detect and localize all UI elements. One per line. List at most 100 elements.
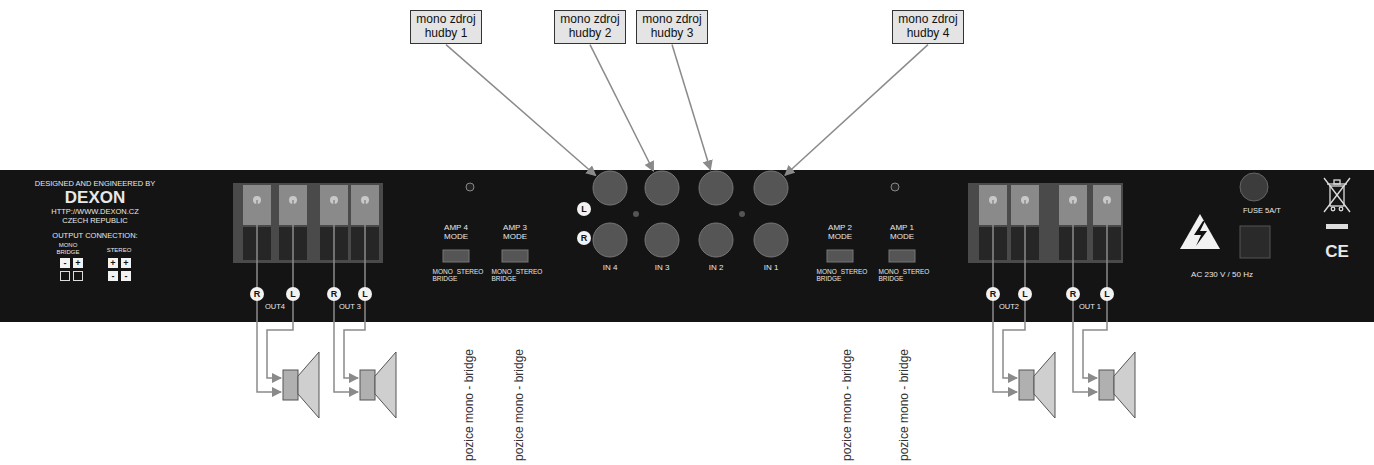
channel-badge: R <box>327 287 341 301</box>
callout-text: mono zdroj hudby 4 <box>897 13 959 41</box>
panel-text: DEXON <box>65 188 125 208</box>
panel-text: OUT2 <box>999 303 1019 312</box>
input-jack <box>645 171 679 205</box>
warning-triangle <box>1180 214 1220 249</box>
callout-box: mono zdroj hudby 2 <box>554 10 626 44</box>
panel-text: + <box>110 258 115 268</box>
panel-text: OUT4 <box>265 303 285 312</box>
panel-text: CZECH REPUBLIC <box>62 217 127 226</box>
badge-letter: R <box>577 231 591 245</box>
callout-text: mono zdroj hudby 3 <box>641 13 703 41</box>
panel-text: STEREO <box>903 268 930 275</box>
fuse-holder <box>1240 173 1268 201</box>
switch-position-note: pozice mono - bridge <box>463 349 476 461</box>
panel-text: STEREO <box>516 268 543 275</box>
channel-badge: L <box>358 287 372 301</box>
output-terminal-block <box>233 183 383 263</box>
input-jack <box>754 223 788 257</box>
speaker-symbol <box>283 370 298 400</box>
panel-text: AMP 1 MODE <box>885 224 919 242</box>
badge-letter: L <box>577 202 591 216</box>
callout-box: mono zdroj hudby 4 <box>892 10 964 44</box>
panel-text: OUT 3 <box>339 303 361 312</box>
mode-switch <box>443 250 915 262</box>
panel-text: IN 2 <box>709 263 724 272</box>
callout-arrow <box>590 45 653 171</box>
rear-panel: DESIGNED AND ENGINEERED BYDEXONHTTP://WW… <box>0 170 1374 322</box>
speaker-symbol <box>375 352 396 418</box>
speaker-symbol <box>283 352 1135 418</box>
channel-badge: R <box>250 287 264 301</box>
callout-arrow <box>672 45 710 170</box>
output-connection-squares <box>61 272 70 281</box>
speaker-symbol <box>360 370 375 400</box>
output-connection-squares <box>60 258 70 268</box>
switch-position-note: pozice mono - bridge <box>513 349 526 461</box>
panel-text: IN 1 <box>764 263 779 272</box>
mode-switch <box>502 250 528 262</box>
panel-text: AMP 3 MODE <box>498 224 532 242</box>
panel-text: OUT 1 <box>1079 303 1101 312</box>
badge-letter: L <box>286 287 300 301</box>
panel-text: IN 4 <box>603 263 618 272</box>
output-connection-squares <box>60 258 131 281</box>
callout-box: mono zdroj hudby 3 <box>636 10 708 44</box>
speaker-wire <box>257 200 1107 392</box>
panel-text: OUTPUT CONNECTION: <box>52 232 137 241</box>
panel-text: - <box>64 258 67 268</box>
output-connection-squares <box>108 258 118 268</box>
panel-text: MONO BRIDGE <box>817 268 844 282</box>
panel-text: CE <box>1325 242 1349 262</box>
input-jack <box>699 171 733 205</box>
channel-badge: L <box>286 287 300 301</box>
channel-badge: R <box>1066 287 1080 301</box>
input-jack <box>593 171 627 205</box>
mode-switch <box>827 250 853 262</box>
panel-text: STEREO <box>457 268 484 275</box>
panel-text: MONO BRIDGE <box>879 268 906 282</box>
input-jack <box>593 223 627 257</box>
mode-switch <box>443 250 469 262</box>
callout-arrow <box>785 45 928 176</box>
output-connection-squares <box>74 272 83 281</box>
mounting-hole <box>466 183 474 191</box>
badge-letter: R <box>986 287 1000 301</box>
weee-bin-symbol <box>1339 207 1343 211</box>
mounting-hole <box>891 183 899 191</box>
output-connection-squares <box>73 258 83 268</box>
speaker-symbol <box>298 352 319 418</box>
badge-letter: R <box>327 287 341 301</box>
speaker-symbol <box>1099 370 1114 400</box>
channel-badge: R <box>577 231 591 245</box>
warning-triangle <box>1194 221 1207 246</box>
panel-text: AMP 4 MODE <box>439 224 473 242</box>
switch-position-note: pozice mono - bridge <box>841 349 854 461</box>
panel-text: AC 230 V / 50 Hz <box>1191 270 1253 279</box>
panel-text: + <box>123 258 128 268</box>
badge-letter: L <box>1100 287 1114 301</box>
badge-letter: L <box>358 287 372 301</box>
weee-bin-symbol <box>1331 207 1335 211</box>
channel-badge: L <box>1100 287 1114 301</box>
panel-text: MONO BRIDGE <box>492 268 519 282</box>
weee-bin-symbol <box>1324 178 1350 212</box>
panel-text: MONO BRIDGE <box>433 268 460 282</box>
speaker-symbol <box>1019 370 1034 400</box>
jack-dot <box>633 211 745 217</box>
weee-bin-symbol <box>1334 180 1340 184</box>
badge-letter: R <box>250 287 264 301</box>
channel-badge: L <box>1018 287 1032 301</box>
callout-text: mono zdroj hudby 1 <box>415 13 477 41</box>
input-jack <box>699 223 733 257</box>
channel-badge: R <box>986 287 1000 301</box>
switch-position-note: pozice mono - bridge <box>898 349 911 461</box>
panel-text: - <box>125 271 128 281</box>
fuse-holder <box>1240 173 1270 258</box>
channel-badge: L <box>577 202 591 216</box>
output-terminal-block <box>233 183 383 263</box>
warning-triangle <box>1180 214 1220 249</box>
output-connection-squares <box>121 258 131 268</box>
panel-text: STEREO <box>107 247 132 254</box>
